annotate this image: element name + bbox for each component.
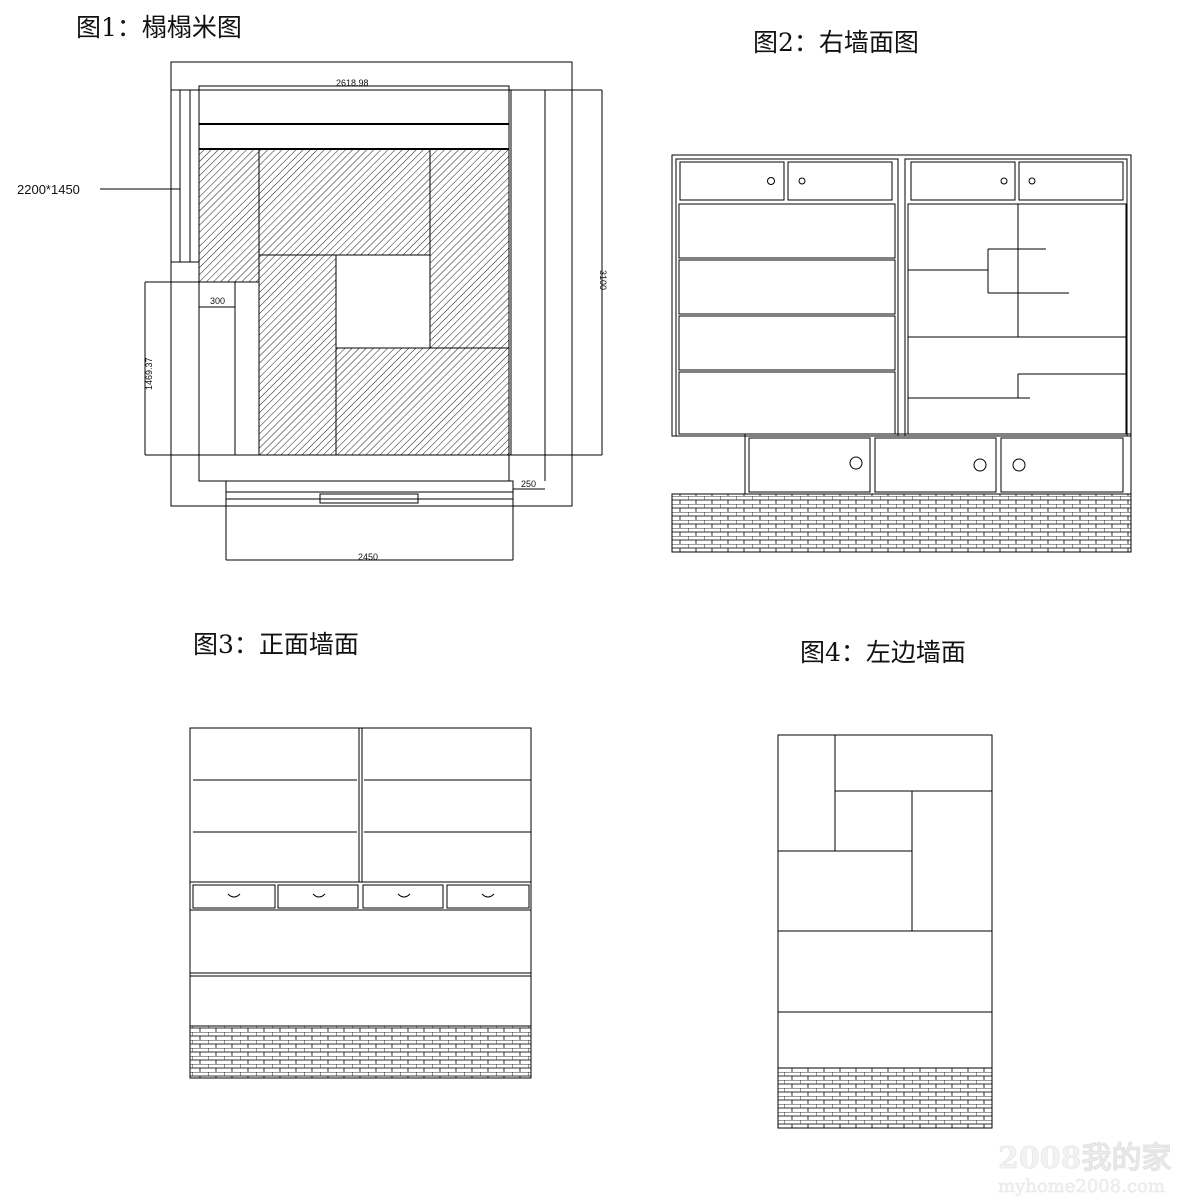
figure-3-title: 图3：正面墙面	[193, 630, 359, 659]
figure-1-title: 图1：榻榻米图	[76, 13, 242, 42]
dimension-bottom: 2450	[358, 552, 378, 562]
brick-base	[671, 493, 1132, 553]
figure-2-right-wall: 图2：右墙面图	[671, 28, 1132, 553]
hatched-platform	[198, 148, 510, 456]
brick-base	[777, 1067, 993, 1129]
figure-2-title: 图2：右墙面图	[753, 28, 919, 57]
dimension-corner: 250	[521, 479, 536, 489]
knob-icon	[767, 177, 775, 185]
dimension-left: 1469.37	[144, 357, 154, 390]
knob-icon	[973, 458, 987, 472]
dimension-right: 3100	[598, 270, 608, 290]
brick-base	[189, 1025, 532, 1079]
svg-text:2008我的家: 2008我的家	[998, 1141, 1172, 1176]
knob-icon	[1028, 177, 1036, 185]
figure-1-tatami-plan: 图1：榻榻米图 2618.98 3100	[17, 13, 608, 562]
callout-mattress-size: 2200*1450	[17, 182, 80, 197]
figure-3-front-wall: 图3：正面墙面	[189, 630, 532, 1079]
svg-text:myhome2008.com: myhome2008.com	[998, 1176, 1165, 1197]
figure-4-left-wall: 图4：左边墙面	[777, 638, 993, 1129]
figure-4-title: 图4：左边墙面	[800, 638, 966, 667]
knob-icon	[1012, 458, 1026, 472]
knob-icon	[1000, 177, 1008, 185]
knob-icon	[849, 456, 863, 470]
dimension-inner: 300	[210, 296, 225, 306]
watermark: 2008我的家 myhome2008.com	[998, 1141, 1172, 1198]
handle-icon	[227, 893, 495, 898]
knob-icon	[798, 177, 806, 185]
dimension-top: 2618.98	[336, 78, 369, 88]
